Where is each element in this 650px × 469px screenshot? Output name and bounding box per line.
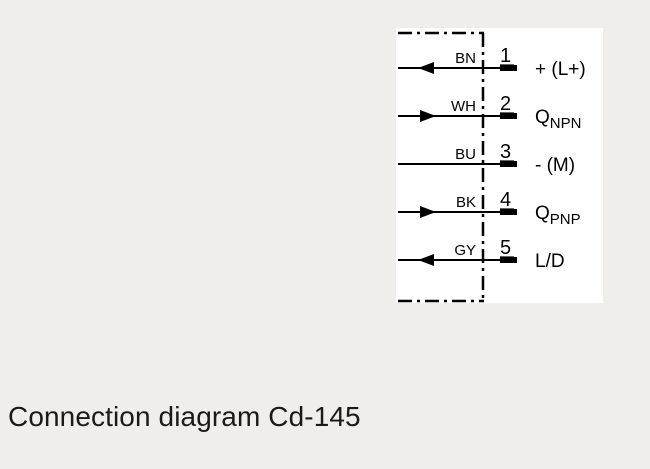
wire-color-code: BU — [455, 146, 476, 163]
pin-signal-label: QPNP — [535, 203, 581, 228]
wire-color-code: BN — [455, 50, 476, 67]
pin-terminal-1 — [500, 65, 517, 71]
pin-signal-label: L/D — [535, 251, 565, 272]
pin-number: 5 — [500, 237, 511, 259]
wire-color-code: GY — [454, 242, 476, 259]
pin-number: 1 — [500, 45, 511, 67]
wire-color-code: WH — [451, 98, 476, 115]
arrow-out-icon — [420, 206, 436, 218]
pin-terminal-3 — [500, 161, 517, 167]
pin-terminal-5 — [500, 257, 517, 263]
pin-signal-label: + (L+) — [535, 59, 586, 80]
signal-subscript: NPN — [550, 115, 582, 132]
diagram-caption: Connection diagram Cd-145 — [8, 401, 361, 432]
signal-subscript: PNP — [550, 211, 581, 228]
pin-number: 2 — [500, 93, 511, 115]
pin-number: 4 — [500, 189, 511, 211]
wire-color-code: BK — [456, 194, 476, 211]
pin-terminal-2 — [500, 113, 517, 119]
pin-number: 3 — [500, 141, 511, 163]
pin-signal-label: - (M) — [535, 155, 575, 176]
pin-terminal-4 — [500, 209, 517, 215]
pin-signal-label: QNPN — [535, 107, 581, 132]
arrow-in-icon — [418, 254, 434, 266]
arrow-out-icon — [420, 110, 436, 122]
arrow-in-icon — [418, 62, 434, 74]
